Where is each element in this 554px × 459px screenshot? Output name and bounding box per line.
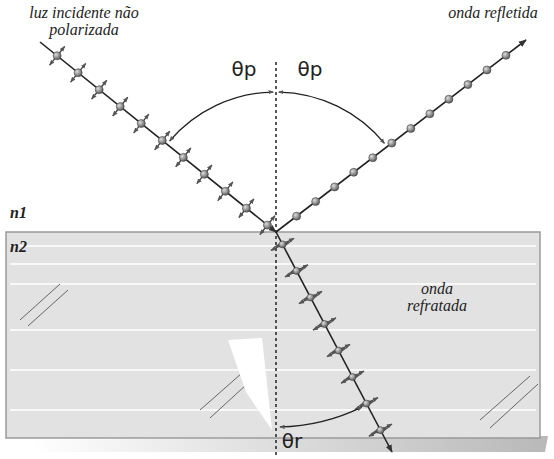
polarization-dot (321, 320, 328, 327)
polarization-arrow (239, 199, 254, 218)
polarization-dot (179, 153, 187, 161)
glass-highlight (228, 338, 272, 430)
polarization-arrow (92, 80, 107, 99)
polarization-dot (388, 139, 396, 147)
polarization-arrow (218, 182, 233, 201)
angle-label: θr (270, 430, 314, 452)
incident-light-label: luz incidente não polarizada (14, 4, 154, 38)
polarization-dot (377, 427, 384, 434)
polarization-arrow (327, 344, 350, 356)
glass-lines (10, 246, 536, 410)
polarization-arrow (369, 424, 392, 436)
polarization-arrow (299, 291, 322, 303)
angle-arc (170, 92, 274, 141)
medium-index-label: n2 (10, 238, 50, 255)
polarization-arrow (313, 318, 336, 330)
polarization-arrow (176, 148, 191, 167)
polarization-arrow (113, 97, 128, 116)
polarization-dot (445, 95, 453, 103)
polarization-dot (200, 170, 208, 178)
polarization-dot (95, 86, 103, 94)
polarization-dot (116, 103, 124, 111)
polarization-arrow (260, 216, 275, 235)
polarization-dot (407, 124, 415, 132)
polarization-arrow (155, 131, 170, 150)
normal-line (275, 62, 277, 456)
polarization-dot (137, 120, 145, 128)
polarization-dot (158, 136, 166, 144)
polarization-arrow (134, 114, 149, 133)
refracted-wave-label: onda refratada (392, 280, 482, 314)
angle-label: θp (222, 58, 266, 80)
angle-arc (280, 407, 362, 427)
polarization-dot (350, 168, 358, 176)
polarization-dot (221, 187, 229, 195)
polarization-dot (483, 66, 491, 74)
reflected-ray (276, 40, 526, 232)
polarization-arrow (71, 63, 86, 82)
refracted-ray (276, 232, 392, 452)
polarization-dot (369, 154, 377, 162)
polarization-arrow (355, 398, 378, 410)
polarization-dot (349, 374, 356, 381)
polarization-dot (242, 204, 250, 212)
polarization-arrow (271, 238, 294, 250)
polarization-dot (293, 267, 300, 274)
polarization-dot (426, 110, 434, 118)
polarization-arrow (197, 165, 212, 184)
polarization-dot (464, 81, 472, 89)
medium-index-label: n1 (10, 204, 50, 221)
polarization-arrow (341, 371, 364, 383)
incident-ray (40, 42, 276, 232)
angle-label: θp (288, 58, 332, 80)
polarization-dot (363, 400, 370, 407)
polarization-dot (74, 69, 82, 77)
polarization-dot (293, 212, 301, 220)
polarization-arrow (285, 265, 308, 277)
glass-block (6, 232, 540, 438)
polarization-dot (335, 347, 342, 354)
polarization-dot (502, 51, 510, 59)
polarization-dot (331, 183, 339, 191)
reflected-wave-label: onda refletida (448, 4, 538, 21)
polarization-arrow (50, 46, 65, 65)
angle-arc (279, 92, 385, 143)
polarization-dot (263, 221, 271, 229)
polarization-dot (279, 241, 286, 248)
polarization-dot (312, 198, 320, 206)
polarization-dot (307, 294, 314, 301)
polarization-dot (53, 52, 61, 60)
